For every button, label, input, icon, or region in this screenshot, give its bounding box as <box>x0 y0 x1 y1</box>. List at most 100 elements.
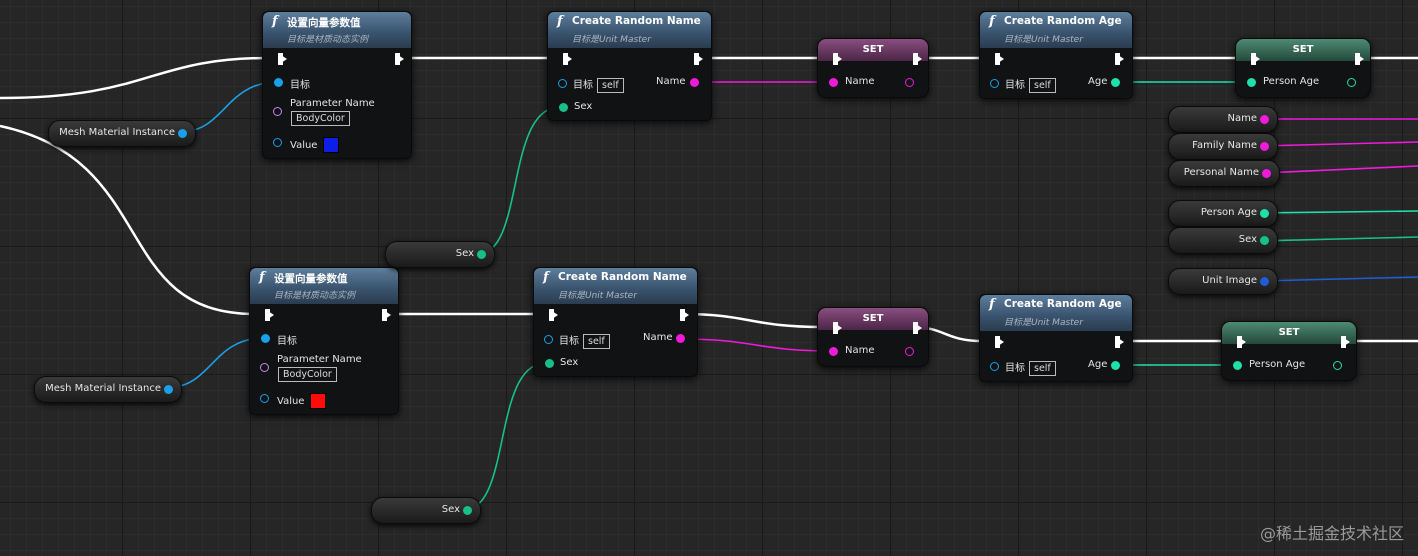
parameter-name-pin[interactable] <box>273 107 282 116</box>
unit-image-getter[interactable]: Unit Image <box>1168 268 1278 295</box>
exec-out-pin[interactable] <box>913 53 922 65</box>
node-header[interactable]: f Create Random Age 目标是Unit Master <box>980 12 1132 48</box>
family-name-getter[interactable]: Family Name <box>1168 133 1278 160</box>
object-output-pin[interactable] <box>164 385 173 394</box>
age-output-pin[interactable] <box>1347 78 1356 87</box>
enum-output-pin[interactable] <box>1260 236 1269 245</box>
exec-wire[interactable] <box>0 56 269 100</box>
enum-output-pin[interactable] <box>477 250 486 259</box>
node-header[interactable]: f 设置向量参数值 目标是材质动态实例 <box>250 268 398 304</box>
exec-out-pin[interactable] <box>913 322 922 334</box>
self-field[interactable]: self <box>583 334 610 349</box>
age-output-pin[interactable] <box>1111 78 1120 87</box>
target-pin[interactable] <box>990 79 999 88</box>
int-wire[interactable] <box>1257 210 1418 214</box>
color-swatch[interactable] <box>310 393 327 409</box>
name-output-pin[interactable] <box>905 347 914 356</box>
enum-wire[interactable] <box>477 106 561 255</box>
parameter-name-field[interactable]: BodyColor <box>291 111 350 126</box>
exec-in-pin[interactable] <box>995 53 1004 65</box>
color-swatch[interactable] <box>323 137 340 153</box>
value-pin[interactable] <box>273 138 282 147</box>
sex-input-pin[interactable] <box>545 359 554 368</box>
person-age-getter[interactable]: Person Age <box>1168 200 1278 227</box>
string-wire[interactable] <box>1261 165 1418 174</box>
age-input-pin[interactable] <box>1247 78 1256 87</box>
enum-wire[interactable] <box>1257 236 1418 242</box>
name-getter[interactable]: Name <box>1168 106 1278 133</box>
exec-out-pin[interactable] <box>694 53 703 65</box>
self-field[interactable]: self <box>597 78 624 93</box>
sex-input-pin[interactable] <box>559 103 568 112</box>
set-vector-param-node-1[interactable]: f 设置向量参数值 目标是材质动态实例 目标 Parameter Name Bo… <box>262 11 412 159</box>
exec-in-pin[interactable] <box>1237 336 1246 348</box>
exec-in-pin[interactable] <box>549 309 558 321</box>
set-name-node-1[interactable]: SET Name <box>817 38 929 98</box>
value-pin[interactable] <box>260 394 269 403</box>
name-output-pin[interactable] <box>690 78 699 87</box>
string-output-pin[interactable] <box>1260 142 1269 151</box>
struct-output-pin[interactable] <box>1260 277 1269 286</box>
target-pin[interactable] <box>544 335 553 344</box>
string-output-pin[interactable] <box>1260 115 1269 124</box>
name-input-pin[interactable] <box>829 78 838 87</box>
string-wire[interactable] <box>679 338 833 352</box>
name-input-pin[interactable] <box>829 347 838 356</box>
string-output-pin[interactable] <box>1262 169 1271 178</box>
node-header[interactable]: f Create Random Name 目标是Unit Master <box>548 12 711 48</box>
exec-in-pin[interactable] <box>833 53 842 65</box>
exec-out-pin[interactable] <box>1115 336 1124 348</box>
enum-wire[interactable] <box>463 362 547 511</box>
parameter-name-value[interactable]: BodyColor <box>291 111 350 126</box>
set-person-age-node-2[interactable]: SET Person Age <box>1221 321 1357 381</box>
exec-out-pin[interactable] <box>395 53 404 65</box>
exec-wire[interactable] <box>681 312 823 329</box>
exec-in-pin[interactable] <box>265 309 274 321</box>
parameter-name-pin[interactable] <box>260 363 269 372</box>
personal-name-getter[interactable]: Personal Name <box>1168 160 1280 187</box>
exec-in-pin[interactable] <box>278 53 287 65</box>
set-vector-param-node-2[interactable]: f 设置向量参数值 目标是材质动态实例 目标 Parameter Name Bo… <box>249 267 399 415</box>
mesh-material-instance-getter-1[interactable]: Mesh Material Instance <box>48 120 196 147</box>
sex-getter-3[interactable]: Sex <box>1168 227 1278 254</box>
node-header[interactable]: f Create Random Age 目标是Unit Master <box>980 295 1132 331</box>
exec-in-pin[interactable] <box>995 336 1004 348</box>
age-output-pin[interactable] <box>1333 361 1342 370</box>
target-pin[interactable] <box>558 79 567 88</box>
name-output-pin[interactable] <box>905 78 914 87</box>
self-field[interactable]: self <box>1029 78 1056 93</box>
target-pin[interactable] <box>261 334 270 343</box>
target-pin[interactable] <box>274 78 283 87</box>
age-input-pin[interactable] <box>1233 361 1242 370</box>
set-person-age-node-1[interactable]: SET Person Age <box>1235 38 1371 98</box>
target-pin[interactable] <box>990 362 999 371</box>
string-wire[interactable] <box>1259 141 1418 147</box>
exec-out-pin[interactable] <box>1341 336 1350 348</box>
exec-wire[interactable] <box>0 124 256 316</box>
mesh-material-instance-getter-2[interactable]: Mesh Material Instance <box>34 376 182 403</box>
sex-getter-1[interactable]: Sex <box>385 241 495 268</box>
name-output-pin[interactable] <box>676 334 685 343</box>
exec-out-pin[interactable] <box>382 309 391 321</box>
enum-output-pin[interactable] <box>463 506 472 515</box>
int-output-pin[interactable] <box>1260 209 1269 218</box>
struct-wire[interactable] <box>1259 276 1418 282</box>
age-output-pin[interactable] <box>1111 361 1120 370</box>
parameter-name-value[interactable]: BodyColor <box>278 367 337 382</box>
object-output-pin[interactable] <box>178 129 187 138</box>
exec-out-pin[interactable] <box>1355 53 1364 65</box>
sex-getter-2[interactable]: Sex <box>371 497 481 524</box>
set-name-node-2[interactable]: SET Name <box>817 307 929 367</box>
exec-in-pin[interactable] <box>833 322 842 334</box>
node-header[interactable]: f 设置向量参数值 目标是材质动态实例 <box>263 12 411 48</box>
exec-out-pin[interactable] <box>680 309 689 321</box>
node-header[interactable]: f Create Random Name 目标是Unit Master <box>534 268 697 304</box>
self-field[interactable]: self <box>1029 361 1056 376</box>
exec-out-pin[interactable] <box>1115 53 1124 65</box>
exec-in-pin[interactable] <box>563 53 572 65</box>
exec-in-pin[interactable] <box>1251 53 1260 65</box>
